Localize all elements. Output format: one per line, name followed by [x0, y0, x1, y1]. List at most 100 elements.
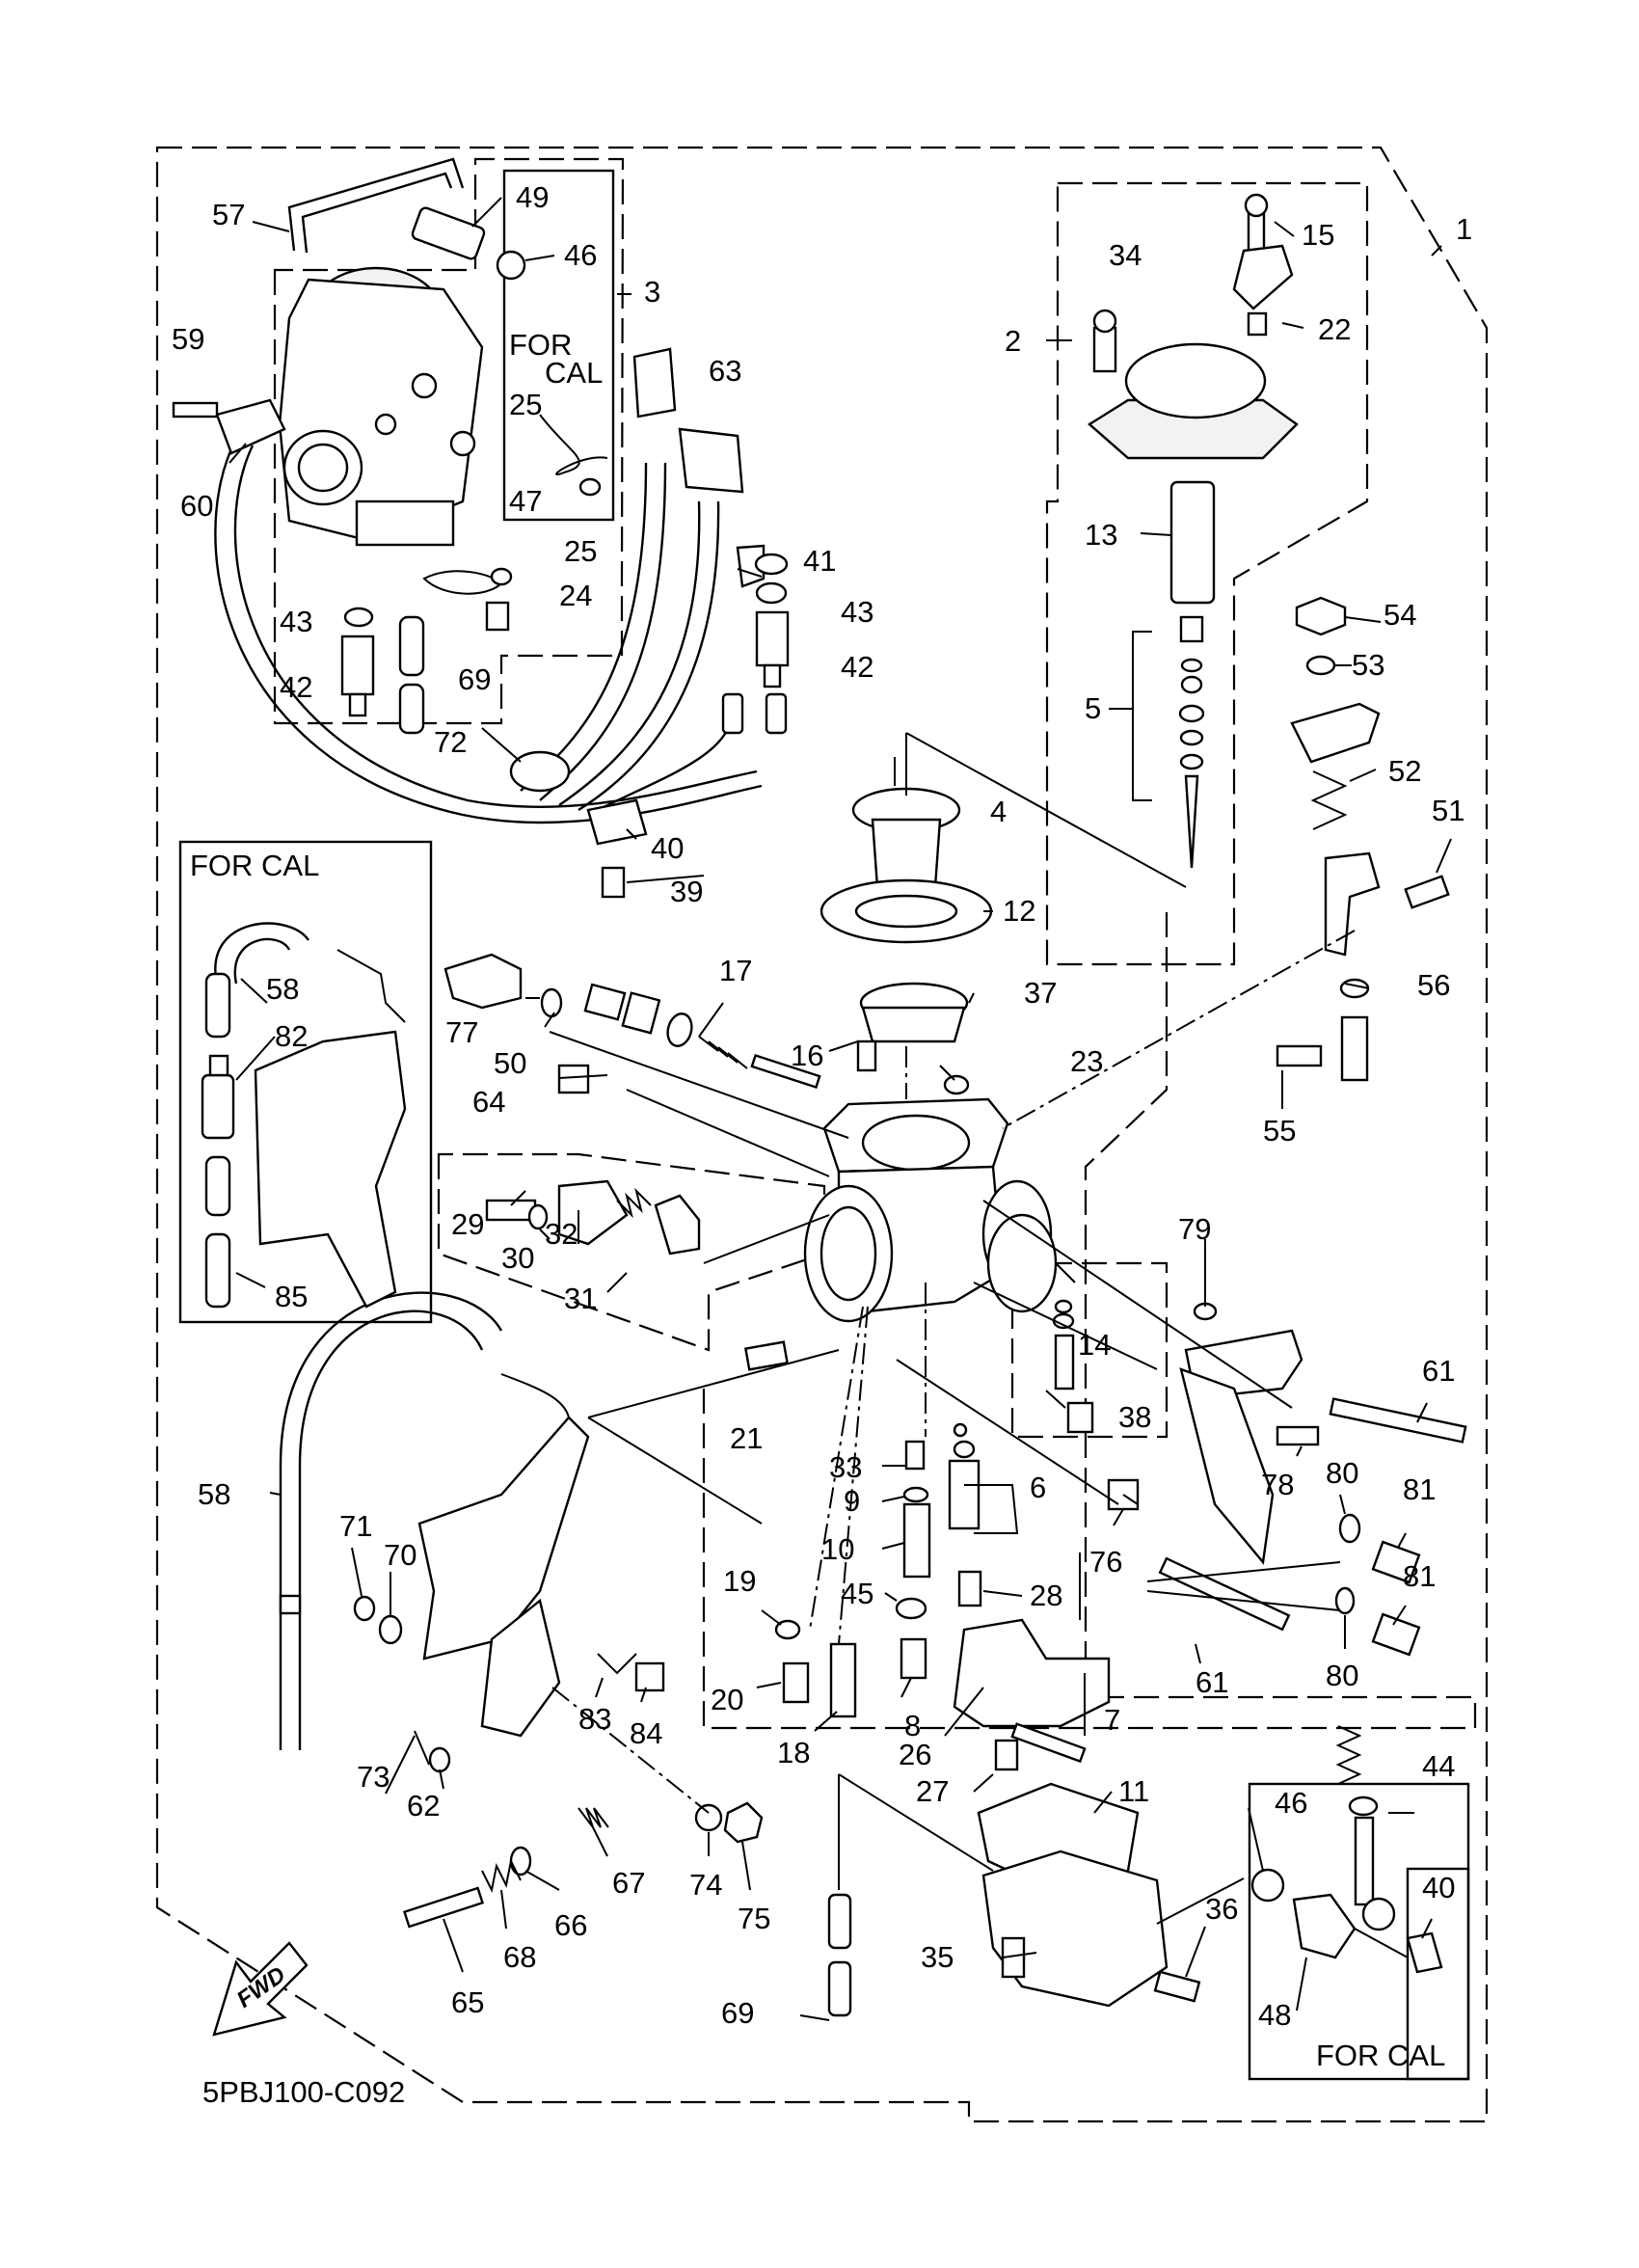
- spring-14-a: [1054, 1299, 1073, 1314]
- nut-54: [1295, 596, 1347, 636]
- plug-81-lower: [1371, 1612, 1421, 1657]
- tube-69-top: [398, 615, 425, 677]
- accelerator-pump-ring: [986, 1213, 1058, 1313]
- fitting-42-left: [340, 634, 375, 696]
- callout-57: 57: [212, 198, 245, 231]
- cal-filter-82-top: [208, 1054, 229, 1077]
- callout-37: 37: [1024, 976, 1057, 1010]
- plug-64: [557, 1064, 590, 1094]
- carb-screw-c: [374, 413, 397, 436]
- throttle-sensor: [215, 398, 286, 455]
- clip-25-bottom: [422, 570, 503, 595]
- cal-hose-segment-a: [204, 972, 231, 1039]
- jet-18: [829, 1642, 857, 1718]
- for-cal-label-bottom-right: FOR CAL: [1316, 2038, 1445, 2072]
- tube-69-bottom: [398, 683, 425, 735]
- washer-47: [578, 477, 602, 497]
- callout-49: 49: [516, 180, 549, 214]
- bolt-51: [1404, 875, 1450, 909]
- jet-8: [900, 1637, 927, 1680]
- for-cal-box-inner-40: [1406, 1867, 1470, 2081]
- callout-15: 15: [1302, 218, 1334, 252]
- callout-50: 50: [494, 1046, 526, 1080]
- callout-24: 24: [559, 579, 592, 612]
- callout-42a: 42: [280, 670, 312, 704]
- clip-40-bottom: [1406, 1931, 1443, 1974]
- callout-68: 68: [503, 1940, 536, 1974]
- subassembly-3-boundary: [273, 157, 625, 725]
- callout-66: 66: [554, 1908, 587, 1942]
- lever-bracket-body: [417, 1416, 590, 1660]
- oring-45: [895, 1597, 927, 1620]
- jet-6: [948, 1459, 981, 1530]
- throttle-bracket-arm: [1179, 1367, 1275, 1565]
- for-cal-label-top-cal: CAL: [545, 356, 603, 390]
- callout-12: 12: [1003, 894, 1035, 928]
- nut-75: [723, 1801, 764, 1844]
- oring-6-a: [953, 1422, 968, 1438]
- callout-59: 59: [172, 322, 204, 356]
- callout-11: 11: [1118, 1774, 1149, 1808]
- oring-9: [902, 1486, 929, 1503]
- lower-middle-boundary: [702, 906, 1477, 1730]
- bolt-24: [485, 601, 510, 632]
- washer-74: [694, 1803, 723, 1832]
- callout-13: 13: [1085, 518, 1117, 552]
- washer-66: [509, 1846, 532, 1876]
- callout-41: 41: [803, 544, 836, 578]
- float-bowl: [981, 1850, 1169, 2008]
- callout-69a: 69: [458, 662, 491, 696]
- callout-23: 23: [1070, 1044, 1103, 1078]
- callout-61a: 61: [1422, 1354, 1455, 1388]
- plunger-31: [654, 1194, 701, 1256]
- callout-63: 63: [709, 354, 741, 388]
- spring-67: [578, 1807, 609, 1828]
- screw-34: [1092, 326, 1117, 373]
- oring-19: [774, 1619, 801, 1640]
- callout-36: 36: [1205, 1892, 1238, 1926]
- spring-68: [481, 1857, 522, 1894]
- callout-43a: 43: [280, 605, 312, 638]
- connector-63-left: [632, 347, 677, 418]
- callout-25a: 25: [509, 388, 542, 421]
- callout-2: 2: [1005, 324, 1021, 358]
- carb-screw-b: [449, 430, 476, 457]
- clamp-40: [586, 798, 648, 846]
- oring-6-b: [953, 1440, 976, 1459]
- jet-28: [957, 1570, 982, 1607]
- callout-58a: 58: [266, 972, 299, 1006]
- callout-58b: 58: [198, 1477, 230, 1511]
- needle-bracket-line: [1132, 631, 1152, 801]
- washer-56: [1339, 978, 1370, 999]
- callout-83: 83: [578, 1702, 611, 1736]
- jet-33: [904, 1440, 926, 1471]
- callout-82: 82: [275, 1019, 308, 1053]
- callout-69b: 69: [721, 1996, 754, 2030]
- callout-29: 29: [451, 1207, 484, 1241]
- diaphragm-12-inner: [854, 894, 958, 929]
- for-cal-label-top-for: FOR: [509, 328, 572, 362]
- jet-21: [744, 1340, 789, 1371]
- fitting-42-left-tip: [348, 692, 367, 717]
- cal-bracket: [254, 1030, 407, 1309]
- callout-39: 39: [670, 875, 703, 908]
- screw-29: [485, 1199, 537, 1222]
- callout-67: 67: [612, 1866, 645, 1900]
- callout-6: 6: [1030, 1471, 1046, 1504]
- float-valve-boundary: [1010, 1261, 1169, 1439]
- pilot-screw-17-b: [621, 991, 661, 1035]
- callout-80a: 80: [1326, 1456, 1358, 1490]
- callout-76: 76: [1089, 1545, 1122, 1579]
- fwd-arrow: [212, 1941, 309, 2037]
- callout-25b: 25: [564, 534, 597, 568]
- callout-labels: 1 2 3 4 5 6 7 8 9 10 11 12 13 14 15 16 1…: [172, 180, 1472, 2032]
- callout-53: 53: [1352, 648, 1384, 682]
- callout-30: 30: [501, 1241, 534, 1275]
- main-body-inlet-inner: [820, 1205, 877, 1302]
- oring-17: [666, 1012, 693, 1047]
- washer-80-upper: [1338, 1513, 1361, 1544]
- callout-55: 55: [1263, 1114, 1296, 1148]
- piston-valve-4-body: [871, 818, 942, 889]
- callout-78: 78: [1261, 1468, 1294, 1501]
- callout-8: 8: [904, 1709, 921, 1742]
